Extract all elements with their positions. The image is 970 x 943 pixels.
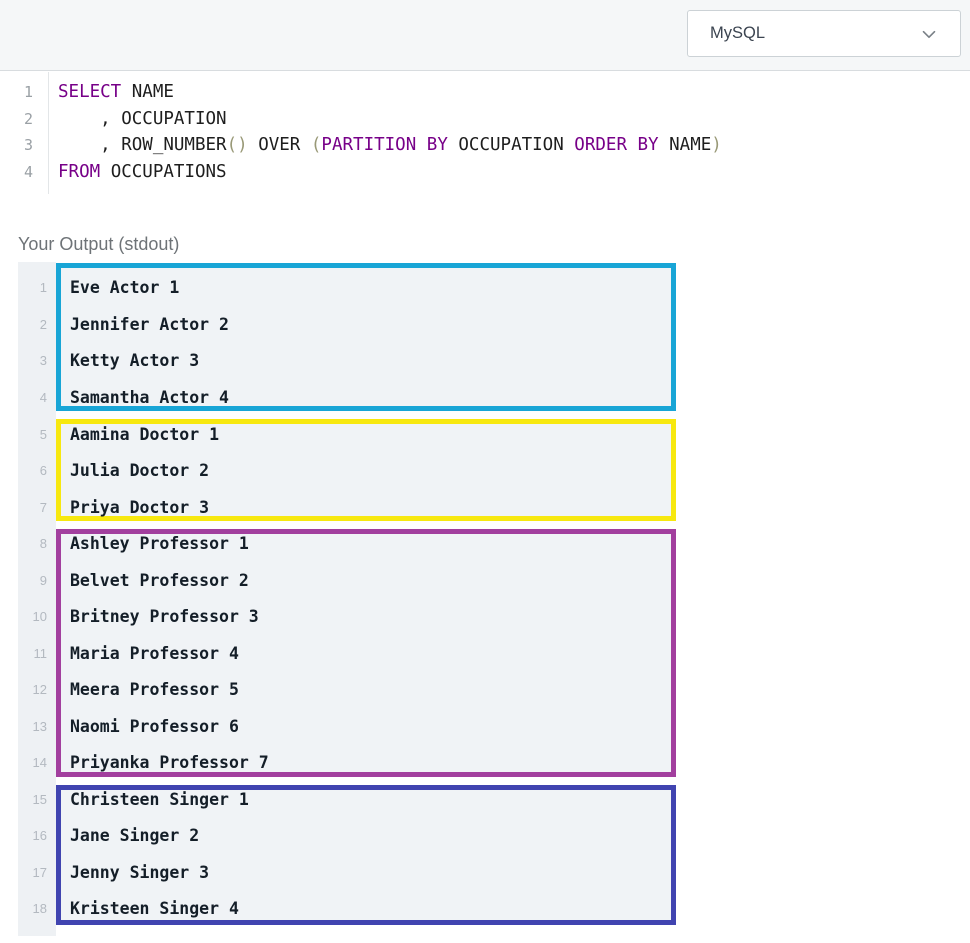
console-line-number: 14 <box>32 755 47 771</box>
code-line-text: FROM OCCUPATIONS <box>49 162 227 182</box>
console-line-number: 5 <box>39 426 47 442</box>
console-output-row: Meera Professor 5 <box>70 680 239 700</box>
console-output-row: Jane Singer 2 <box>70 826 200 846</box>
code-line-number: 1 <box>23 83 33 102</box>
code-line-text: , OCCUPATION <box>49 108 227 129</box>
console-line-number: 3 <box>39 353 47 369</box>
code-line-number: 3 <box>23 136 33 155</box>
group-box-actor <box>56 263 676 411</box>
code-line[interactable]: 1 SELECT NAME <box>0 79 970 106</box>
code-token-plain: NAME <box>121 82 174 103</box>
language-selector[interactable]: MySQL <box>687 10 961 57</box>
code-token-bracket: ( <box>310 135 322 156</box>
code-token-plain: OCCUPATION <box>447 135 575 156</box>
console-output-row: Kristeen Singer 4 <box>70 899 239 919</box>
group-box-professor <box>56 529 676 777</box>
code-token-plain: OCCUPATIONS <box>100 161 227 182</box>
console-content: Eve Actor 1 Jennifer Actor 2 Ketty Actor 3… <box>56 262 676 936</box>
code-line-text: , ROW_NUMBER() OVER (PARTITION BY OCCUPA… <box>49 135 722 155</box>
code-token-keyword: SELECT <box>58 82 122 103</box>
console-output-row: Jennifer Actor 2 <box>70 314 229 334</box>
code-token-bracket: ) <box>711 135 722 156</box>
console-line-number: 13 <box>32 718 47 734</box>
language-selector-value: MySQL <box>710 24 766 42</box>
code-line[interactable]: 2 , OCCUPATION <box>0 106 970 133</box>
console-output-row: Maria Professor 4 <box>70 643 239 663</box>
console-line-number: 8 <box>39 536 47 552</box>
console-output-row: Ashley Professor 1 <box>70 534 249 554</box>
console-rows: Eve Actor 1 Jennifer Actor 2 Ketty Actor 3… <box>56 262 676 927</box>
code-token-plain: , ROW_NUMBER <box>58 135 227 156</box>
code-token-keyword: FROM <box>58 161 101 182</box>
code-line-number: 2 <box>23 109 33 128</box>
chevron-down-icon[interactable] <box>918 23 940 45</box>
console-output-row: Priyanka Professor 7 <box>70 753 269 773</box>
console-output-row: Ketty Actor 3 <box>70 351 200 371</box>
console-line-number: 10 <box>32 609 47 625</box>
console-line-number: 18 <box>32 901 47 917</box>
code-line-text: SELECT NAME <box>49 82 174 102</box>
code-line[interactable]: 4 FROM OCCUPATIONS <box>0 159 970 186</box>
output-label: Your Output (stdout) <box>18 234 180 254</box>
console-line-number: 11 <box>33 645 48 661</box>
console-output-row: Samantha Actor 4 <box>70 387 229 407</box>
console-line-number: 6 <box>39 463 47 479</box>
console-line-number: 17 <box>32 864 47 880</box>
console-output-row: Priya Doctor 3 <box>70 497 210 517</box>
console-line-number: 15 <box>32 791 47 807</box>
console-output-row: Jenny Singer 3 <box>70 862 210 882</box>
console-output-row: Belvet Professor 2 <box>70 570 249 590</box>
console-output-row: Eve Actor 1 <box>70 278 180 298</box>
console-output-row: Naomi Professor 6 <box>70 716 239 736</box>
code-token-keyword: PARTITION BY <box>321 135 448 156</box>
console-line-number: 9 <box>39 572 47 588</box>
console-line-number: 4 <box>39 389 47 405</box>
code-token-plain: , OCCUPATION <box>58 108 227 129</box>
code-token-bracket: () <box>226 135 248 156</box>
code-token-keyword: ORDER BY <box>574 135 659 156</box>
console-output-row: Britney Professor 3 <box>70 607 259 627</box>
console-line-number: 12 <box>32 682 47 698</box>
editor-gutter-divider <box>0 72 49 194</box>
code-line-number: 4 <box>23 162 33 181</box>
code-line[interactable]: 3 , ROW_NUMBER() OVER (PARTITION BY OCCU… <box>0 132 970 159</box>
group-box-doctor <box>56 419 676 521</box>
console-output-row: Julia Doctor 2 <box>70 461 210 481</box>
console-line-number: 16 <box>32 828 47 844</box>
console-output-row: Aamina Doctor 1 <box>70 424 220 444</box>
topbar: MySQL <box>0 0 970 71</box>
code-token-plain: OVER <box>247 135 311 156</box>
console-output-row: Christeen Singer 1 <box>70 789 249 809</box>
console-line-number: 2 <box>39 316 47 332</box>
console-line-number: 7 <box>39 499 47 515</box>
group-box-singer <box>56 785 676 925</box>
code-token-plain: NAME <box>658 135 712 156</box>
console-line-number: 1 <box>39 280 47 296</box>
